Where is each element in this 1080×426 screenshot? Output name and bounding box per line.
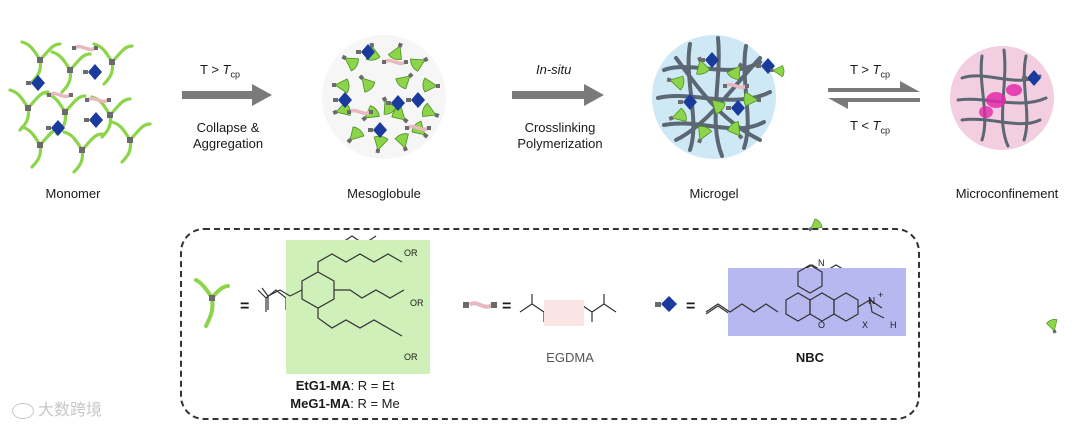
stage-mesoglobule-label: Mesoglobule xyxy=(347,186,421,201)
step3-forward-var: T xyxy=(872,62,881,77)
meg1-caption: MeG1-MA: R = Me xyxy=(270,396,420,411)
nbc-h-label: H xyxy=(890,320,897,330)
step2-line1: Crosslinking xyxy=(524,120,596,135)
step3-reverse-condition: T < Tcp xyxy=(850,118,890,136)
etg1-caption: EtG1-MA: R = Et xyxy=(270,378,420,393)
nbc-ring-n-label: N xyxy=(818,258,825,268)
nbc-n-label: N xyxy=(868,296,876,307)
legend-dye-equals: = xyxy=(686,298,696,315)
meg1-rest: : R = Me xyxy=(350,396,400,411)
monomer-cluster xyxy=(8,40,152,174)
nbc-counterion: X xyxy=(862,320,869,330)
arrow-reverse xyxy=(828,98,920,109)
step1-condition-var: T xyxy=(222,62,231,77)
watermark-logo-icon xyxy=(12,402,34,419)
meg1-name: MeG1-MA xyxy=(290,396,351,411)
step3-reverse-sub: cp xyxy=(880,125,890,136)
step1-line1: Collapse & xyxy=(196,120,260,135)
legend-box xyxy=(180,228,920,420)
stage-microgel-label: Microgel xyxy=(689,186,739,201)
arrow-crosslink xyxy=(512,84,604,106)
step3-reverse-prefix: T < xyxy=(850,118,873,133)
microgel-cluster xyxy=(652,35,776,159)
monomer-r2-label: OR xyxy=(410,298,424,308)
watermark-label: 大数跨境 xyxy=(38,402,103,419)
step1-condition-prefix: T > xyxy=(200,62,223,77)
step3-reverse-var: T xyxy=(872,118,881,133)
step3-forward-condition: T > Tcp xyxy=(850,62,890,80)
nbc-caption: NBC xyxy=(795,350,825,365)
legend-monomer-equals: = xyxy=(240,298,250,315)
step1-description: Collapse & Aggregation xyxy=(180,120,276,152)
step2-description: Crosslinking Polymerization xyxy=(508,120,612,152)
legend-monomer-symbol xyxy=(194,278,230,328)
legend-crosslinker-symbol xyxy=(463,301,497,309)
arrow-collapse xyxy=(182,84,272,106)
step1-condition: T > Tcp xyxy=(200,62,240,80)
microconfinement-cluster xyxy=(770,46,1062,336)
legend-crosslinker-equals: = xyxy=(502,298,512,315)
mesoglobule-cluster xyxy=(322,35,446,159)
egdma-caption: EGDMA xyxy=(546,350,594,365)
dye-shade xyxy=(728,268,906,336)
watermark-text: 大数跨境 xyxy=(12,396,102,420)
monomer-r3-label: OR xyxy=(404,352,418,362)
stage-microconfinement-label: Microconfinement xyxy=(955,186,1059,201)
crosslinker-shade xyxy=(544,300,584,326)
step2-line2: Polymerization xyxy=(517,136,603,151)
nbc-ring-o-label: O xyxy=(818,320,826,330)
stage-monomer-label: Monomer xyxy=(45,186,101,201)
etg1-name: EtG1-MA xyxy=(295,378,351,393)
etg1-rest: : R = Et xyxy=(350,378,395,393)
step2-condition: In-situ xyxy=(536,62,572,77)
step3-forward-prefix: T > xyxy=(850,62,873,77)
monomer-r1-label: OR xyxy=(404,248,418,258)
step3-forward-sub: cp xyxy=(880,69,890,80)
step1-line2: Aggregation xyxy=(192,136,264,151)
legend-dye-symbol xyxy=(655,296,677,312)
arrow-forward xyxy=(828,81,920,92)
step1-condition-sub: cp xyxy=(230,69,240,80)
nbc-n-plus: + xyxy=(878,290,884,300)
